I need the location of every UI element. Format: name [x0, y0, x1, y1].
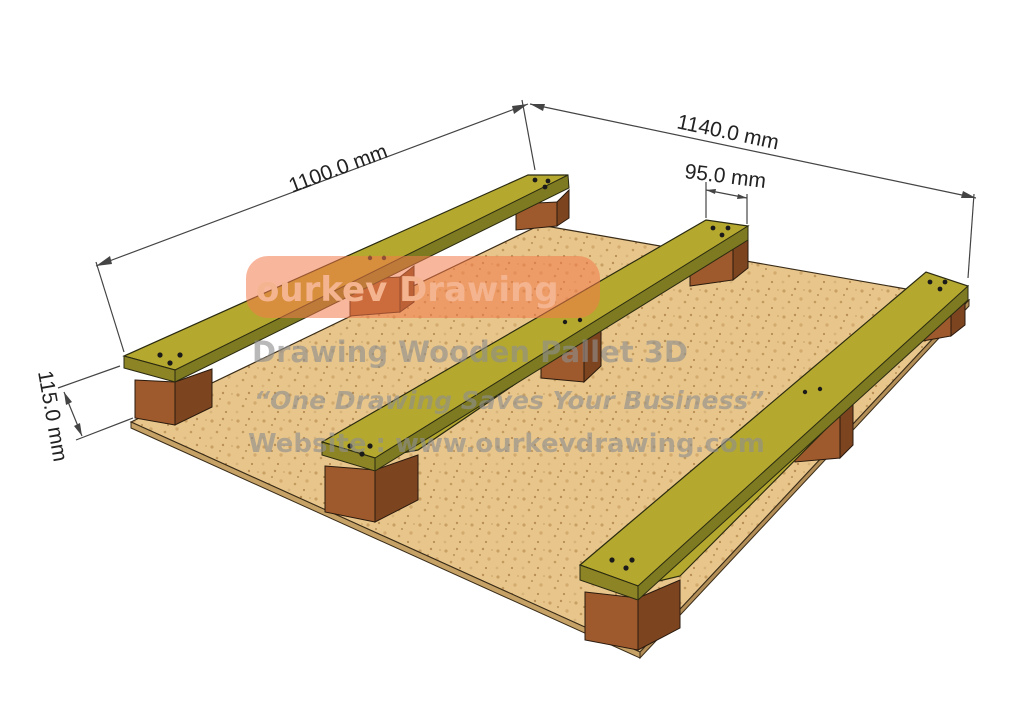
block — [134, 368, 213, 426]
watermark: ourkev Drawing Drawing Wooden Pallet 3D … — [246, 256, 765, 459]
watermark-slogan: “One Drawing Saves Your Business” — [254, 386, 764, 415]
board — [578, 271, 970, 602]
dimension-height — [57, 365, 134, 441]
stringer-front — [578, 271, 970, 651]
dimension-width — [529, 103, 977, 279]
board — [320, 219, 750, 472]
width-label: 1140.0 mm — [675, 110, 781, 154]
block — [324, 454, 419, 523]
dimension-length — [95, 99, 536, 353]
bottom-deck — [129, 224, 971, 660]
stringer-width-label: 95.0 mm — [683, 160, 767, 193]
watermark-title: Drawing Wooden Pallet 3D — [252, 335, 688, 369]
dimension-stringer-width — [705, 182, 748, 224]
watermark-website: Website : www.ourkevdrawing.com — [248, 429, 765, 459]
length-label: 1100.0 mm — [286, 140, 391, 198]
stringer-middle — [320, 219, 750, 523]
block — [584, 579, 681, 651]
height-label: 115.0 mm — [33, 369, 72, 463]
watermark-logo-background — [246, 256, 600, 318]
watermark-logo: ourkev Drawing — [256, 270, 559, 310]
